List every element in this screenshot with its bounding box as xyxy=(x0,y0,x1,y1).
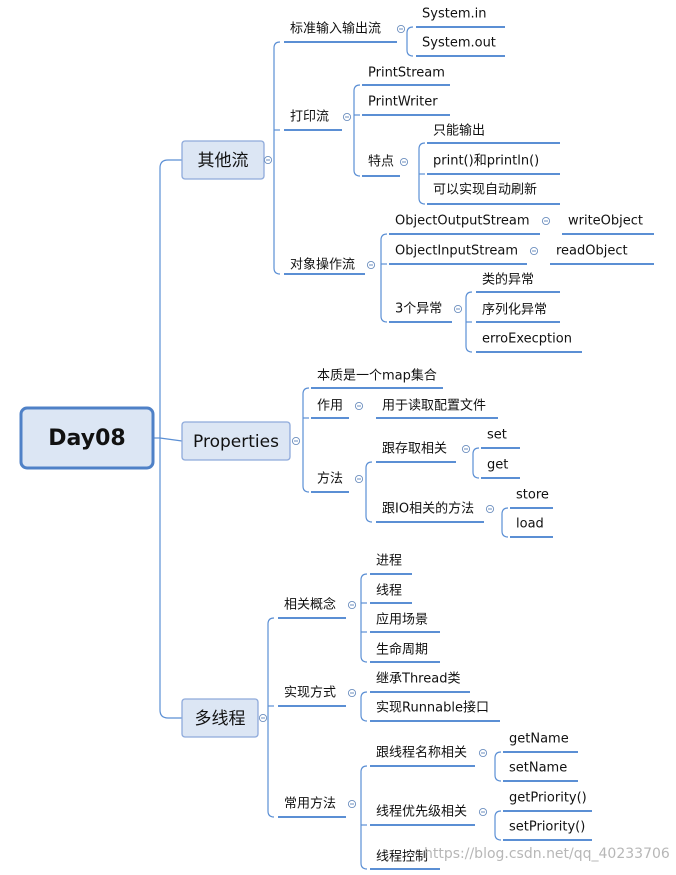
bracket-std-io-elbow xyxy=(406,49,414,57)
node-store-retrieve: 跟存取相关 xyxy=(382,442,447,457)
node-process: 进程 xyxy=(376,554,402,569)
node-erro-execption: erroExecption xyxy=(482,332,572,347)
bracket-multithreading-elbow xyxy=(267,810,275,818)
node-implementation: 实现方式 xyxy=(284,685,336,701)
bracket-multithreading-elbow xyxy=(267,617,275,625)
node-object-input-stream: ObjectInputStream xyxy=(395,244,518,259)
topic-other-streams-label: 其他流 xyxy=(198,151,249,171)
node-use-cases: 应用场景 xyxy=(376,612,428,628)
node-object-streams: 对象操作流 xyxy=(290,257,355,273)
bracket-methods-elbow xyxy=(365,461,373,469)
root-box xyxy=(19,406,155,470)
bracket-other-streams-elbow xyxy=(273,267,281,275)
node-three-exceptions: 3个异常 xyxy=(395,302,442,317)
bracket-thread-name-elbow xyxy=(494,774,502,782)
node-thread-name: 跟线程名称相关 xyxy=(376,745,467,761)
bracket-concepts-elbow xyxy=(360,573,368,581)
node-implement-runnable: 实现Runnable接口 xyxy=(376,700,489,716)
node-get-priority: getPriority() xyxy=(509,791,587,806)
bracket-print-elbow xyxy=(353,169,361,177)
topic-multithreading-box xyxy=(181,698,259,738)
node-object-output-stream: ObjectOutputStream xyxy=(395,214,530,229)
root-link-properties xyxy=(159,437,183,442)
node-print-println: print()和println() xyxy=(433,154,539,169)
bracket-std-io-elbow xyxy=(406,26,414,34)
bracket-common-methods-elbow xyxy=(360,862,368,870)
root-link-multithreading xyxy=(159,438,182,719)
node-concepts: 相关概念 xyxy=(284,597,336,613)
node-output-only: 只能输出 xyxy=(433,123,485,139)
node-system-in: System.in xyxy=(422,7,486,22)
bracket-methods-elbow xyxy=(365,515,373,523)
node-set-priority: setPriority() xyxy=(509,820,585,835)
node-lifecycle: 生命周期 xyxy=(376,642,428,658)
bracket-io-methods-elbow xyxy=(501,530,509,538)
node-class-exception: 类的异常 xyxy=(482,272,534,288)
bracket-common-methods-elbow xyxy=(360,765,368,773)
bracket-exceptions-elbow xyxy=(465,291,473,299)
node-thread-priority: 线程优先级相关 xyxy=(376,805,467,820)
topic-multithreading-label: 多线程 xyxy=(195,709,246,729)
node-print-stream-group: 打印流 xyxy=(290,110,329,125)
topic-properties-label: Properties xyxy=(193,432,279,452)
bracket-store-retrieve-elbow xyxy=(472,447,480,455)
node-set: set xyxy=(487,428,507,443)
node-set-name: setName xyxy=(509,761,567,776)
root-link-other-streams xyxy=(159,159,182,438)
bracket-features-elbow xyxy=(418,197,426,205)
bracket-features-elbow xyxy=(418,142,426,150)
node-read-object: readObject xyxy=(556,244,628,259)
node-serialization-exception: 序列化异常 xyxy=(482,303,547,318)
node-thread: 线程 xyxy=(376,584,402,599)
node-io-methods: 跟IO相关的方法 xyxy=(382,501,474,517)
bracket-properties-elbow xyxy=(302,485,310,493)
node-purpose: 作用 xyxy=(317,399,343,414)
node-get-name: getName xyxy=(509,732,569,747)
bracket-other-streams-elbow xyxy=(273,41,281,49)
node-common-methods: 常用方法 xyxy=(284,796,336,812)
bracket-store-retrieve-elbow xyxy=(472,471,480,479)
bracket-concepts-elbow xyxy=(360,655,368,663)
bracket-io-methods-elbow xyxy=(501,507,509,515)
bracket-properties-elbow xyxy=(302,387,310,395)
node-write-object: writeObject xyxy=(568,214,643,229)
node-auto-flush: 可以实现自动刷新 xyxy=(433,182,537,198)
node-load: load xyxy=(516,517,544,532)
bracket-implementation-elbow xyxy=(360,714,368,722)
node-methods: 方法 xyxy=(317,471,343,487)
bracket-thread-name-elbow xyxy=(494,751,502,759)
bracket-object-streams-elbow xyxy=(380,233,388,241)
node-map-essence: 本质是一个map集合 xyxy=(317,368,437,384)
watermark: https://blog.csdn.net/qq_40233706 xyxy=(424,846,670,862)
node-system-out: System.out xyxy=(422,36,496,51)
node-store: store xyxy=(516,488,549,503)
node-printwriter: PrintWriter xyxy=(368,95,438,110)
bracket-thread-priority-elbow xyxy=(494,833,502,841)
bracket-exceptions-elbow xyxy=(465,345,473,353)
node-extend-thread: 继承Thread类 xyxy=(376,672,460,687)
node-get: get xyxy=(487,458,508,473)
bracket-thread-priority-elbow xyxy=(494,810,502,818)
bracket-implementation-elbow xyxy=(360,691,368,699)
node-thread-control: 线程控制 xyxy=(376,850,428,865)
node-read-config: 用于读取配置文件 xyxy=(382,399,486,414)
topic-properties-box xyxy=(181,421,291,461)
root-label: Day08 xyxy=(48,426,125,451)
bracket-object-streams-elbow xyxy=(380,315,388,323)
node-printstream: PrintStream xyxy=(368,66,445,81)
bracket-print-elbow xyxy=(353,84,361,92)
node-std-io: 标准输入输出流 xyxy=(290,21,381,37)
node-features: 特点 xyxy=(368,155,394,170)
